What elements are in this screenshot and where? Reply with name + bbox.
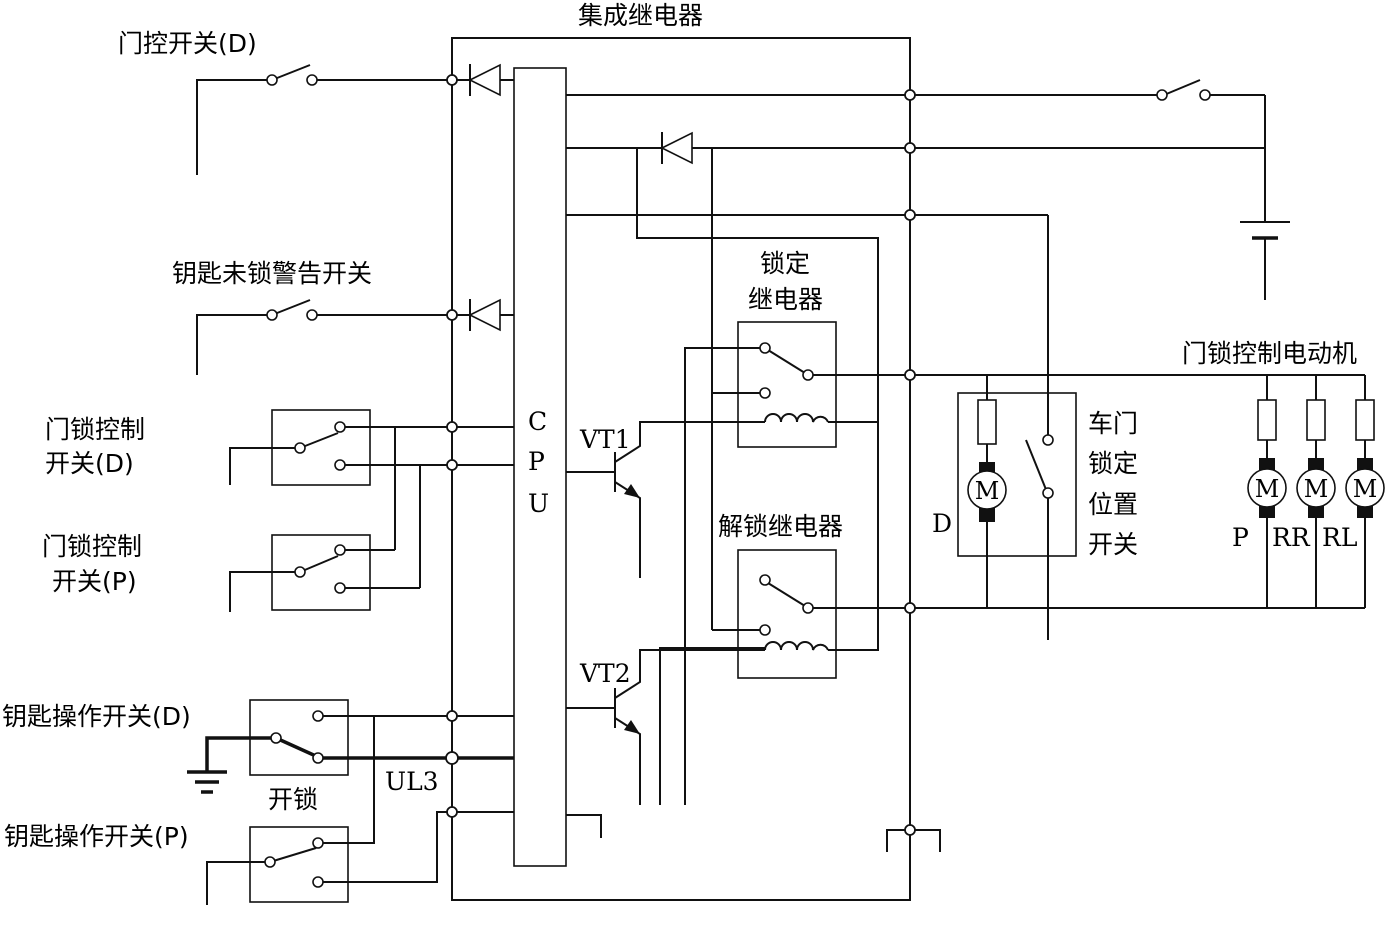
motor-p-label: P (1232, 523, 1249, 552)
motor-title-label: 门锁控制电动机 (1182, 339, 1357, 368)
key-operation-d-label: 钥匙操作开关(D) (2, 702, 191, 731)
cpu-letter-c: C (528, 407, 547, 436)
motor-d-m-symbol: M (975, 477, 1000, 505)
lock-relay-label-line1: 锁定 (760, 249, 810, 278)
position-switch-label-line3: 位置 (1088, 490, 1138, 519)
vt2-label: VT2 (579, 659, 631, 688)
door-switch-d-contact (266, 64, 318, 86)
bold-ground-key-switch (187, 770, 227, 794)
motor-rl (1345, 399, 1385, 518)
cpu-box (513, 67, 567, 867)
unlock-label: 开锁 (268, 785, 318, 814)
top-right-switch-contact (1156, 79, 1211, 101)
diode-key-warning (468, 298, 501, 332)
diode-lock-line (660, 131, 693, 165)
motor-rl-m-symbol: M (1353, 475, 1378, 503)
lock-control-p-label-line1: 门锁控制 (42, 532, 142, 561)
lock-relay-label-line2: 继电器 (748, 285, 823, 314)
vt1-label: VT1 (579, 425, 631, 454)
key-operation-switch-d-box (249, 699, 349, 776)
motor-p-m-symbol: M (1255, 475, 1280, 503)
motor-rr-label: RR (1272, 523, 1311, 552)
position-switch-label-line4: 开关 (1088, 530, 1138, 559)
motor-p (1247, 399, 1287, 518)
diode-door-switch (468, 63, 501, 97)
key-unlock-warning-label: 钥匙未锁警告开关 (172, 259, 372, 288)
lock-control-switch-p-box (271, 534, 371, 611)
cpu-letter-u: U (528, 489, 549, 518)
lock-control-d-label-line1: 门锁控制 (45, 415, 145, 444)
ul3-label: UL3 (385, 767, 439, 796)
integrated-relay-label: 集成继电器 (578, 1, 703, 30)
lock-control-d-label-line2: 开关(D) (45, 449, 134, 478)
motor-rl-label: RL (1322, 523, 1357, 552)
junction-dots (445, 74, 916, 836)
position-switch-label-line2: 锁定 (1088, 449, 1138, 478)
lock-relay-box (737, 321, 837, 448)
key-operation-switch-p-box (249, 826, 349, 903)
key-warning-switch-contact (266, 299, 318, 321)
driver-motor-assembly (957, 392, 1077, 557)
key-operation-p-label: 钥匙操作开关(P) (4, 822, 189, 851)
lock-control-p-label-line2: 开关(P) (52, 567, 137, 596)
unlock-relay-box (737, 549, 837, 679)
vt1-emitter-arrow (624, 484, 640, 498)
vt2-emitter-arrow (624, 720, 640, 734)
wiring (196, 37, 1366, 905)
unlock-relay-label: 解锁继电器 (718, 512, 843, 541)
motor-rr-m-symbol: M (1304, 475, 1329, 503)
cpu-letter-p: P (528, 447, 545, 476)
integrated-relay-frame (451, 37, 911, 901)
lock-control-switch-d-box (271, 409, 371, 486)
door-switch-d-label: 门控开关(D) (118, 29, 257, 58)
motor-d-label: D (932, 509, 952, 538)
motor-rr (1296, 399, 1336, 518)
battery-symbol (1240, 221, 1290, 240)
position-switch-label-line1: 车门 (1088, 409, 1138, 438)
